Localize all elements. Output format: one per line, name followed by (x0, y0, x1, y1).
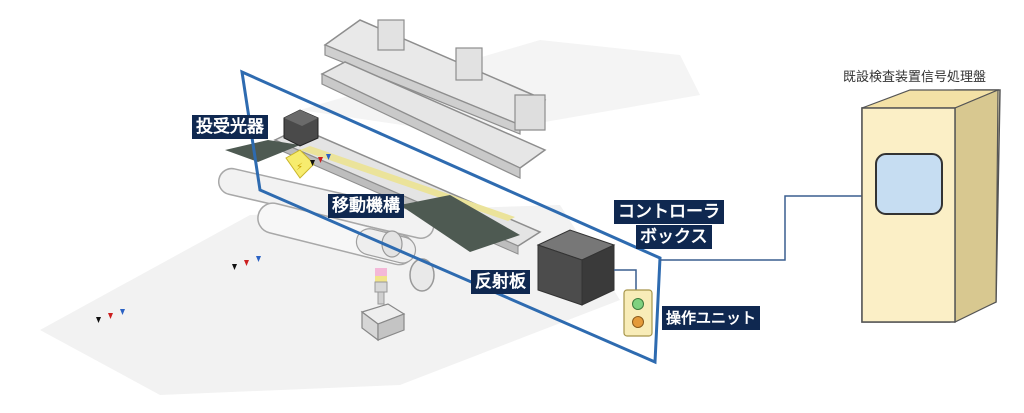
existing-signal-panel (861, 89, 1001, 323)
label-controller-line1: コントローラ (614, 200, 724, 224)
operation-unit (623, 289, 653, 337)
svg-text:⚡: ⚡ (296, 162, 303, 173)
sensing-sheet (225, 140, 520, 252)
label-moving-mechanism: 移動機構 (328, 194, 404, 218)
label-controller-line2: ボックス (636, 225, 712, 249)
label-operation-unit: 操作ユニット (662, 306, 761, 330)
edge-markers (96, 154, 331, 323)
controller-box (536, 229, 616, 306)
upper-mount-bracket (320, 19, 547, 179)
label-reflector: 反射板 (471, 270, 530, 294)
label-emitter-receiver: 投受光器 (192, 115, 268, 139)
label-existing-panel: 既設検査装置信号処理盤 (843, 70, 987, 85)
emitter-receiver-head: ⚡ (283, 109, 319, 179)
measurement-frame (240, 69, 662, 365)
signal-tower-stand (360, 268, 406, 342)
signal-line (660, 195, 862, 261)
controller-cable (614, 269, 637, 290)
